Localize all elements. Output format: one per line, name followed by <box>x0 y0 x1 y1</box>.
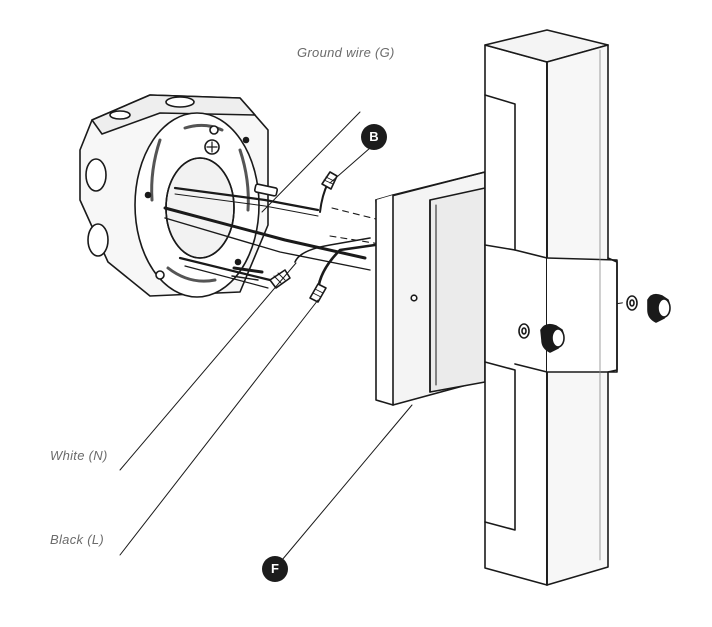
cap-screw-right <box>626 293 671 323</box>
wire-nut-icon <box>309 283 327 303</box>
fixture-back-plate <box>375 171 486 406</box>
wire-connectors <box>231 171 338 303</box>
washer-icon <box>626 295 638 311</box>
screw-hole-icon <box>410 294 418 302</box>
callout-badge-b: B <box>361 124 387 150</box>
knockout-hole <box>85 158 107 192</box>
ground-wire-label: Ground wire (G) <box>297 45 395 60</box>
leader-lines <box>119 111 413 561</box>
wires <box>163 182 377 292</box>
knockout-hole <box>87 223 109 257</box>
wire-nut-icon <box>269 269 291 289</box>
washer-icon <box>518 323 530 339</box>
knockout-hole <box>109 110 131 120</box>
callout-badge-f: F <box>262 556 288 582</box>
cap-screw-center <box>518 323 565 353</box>
mounting-plate <box>134 112 260 298</box>
white-neutral-label: White (N) <box>50 448 108 463</box>
knockout-hole <box>165 96 195 108</box>
fixture-body <box>484 29 618 586</box>
ground-wire-stub <box>253 183 279 197</box>
black-line-label: Black (L) <box>50 532 104 547</box>
wire-nut-icon <box>321 171 338 190</box>
